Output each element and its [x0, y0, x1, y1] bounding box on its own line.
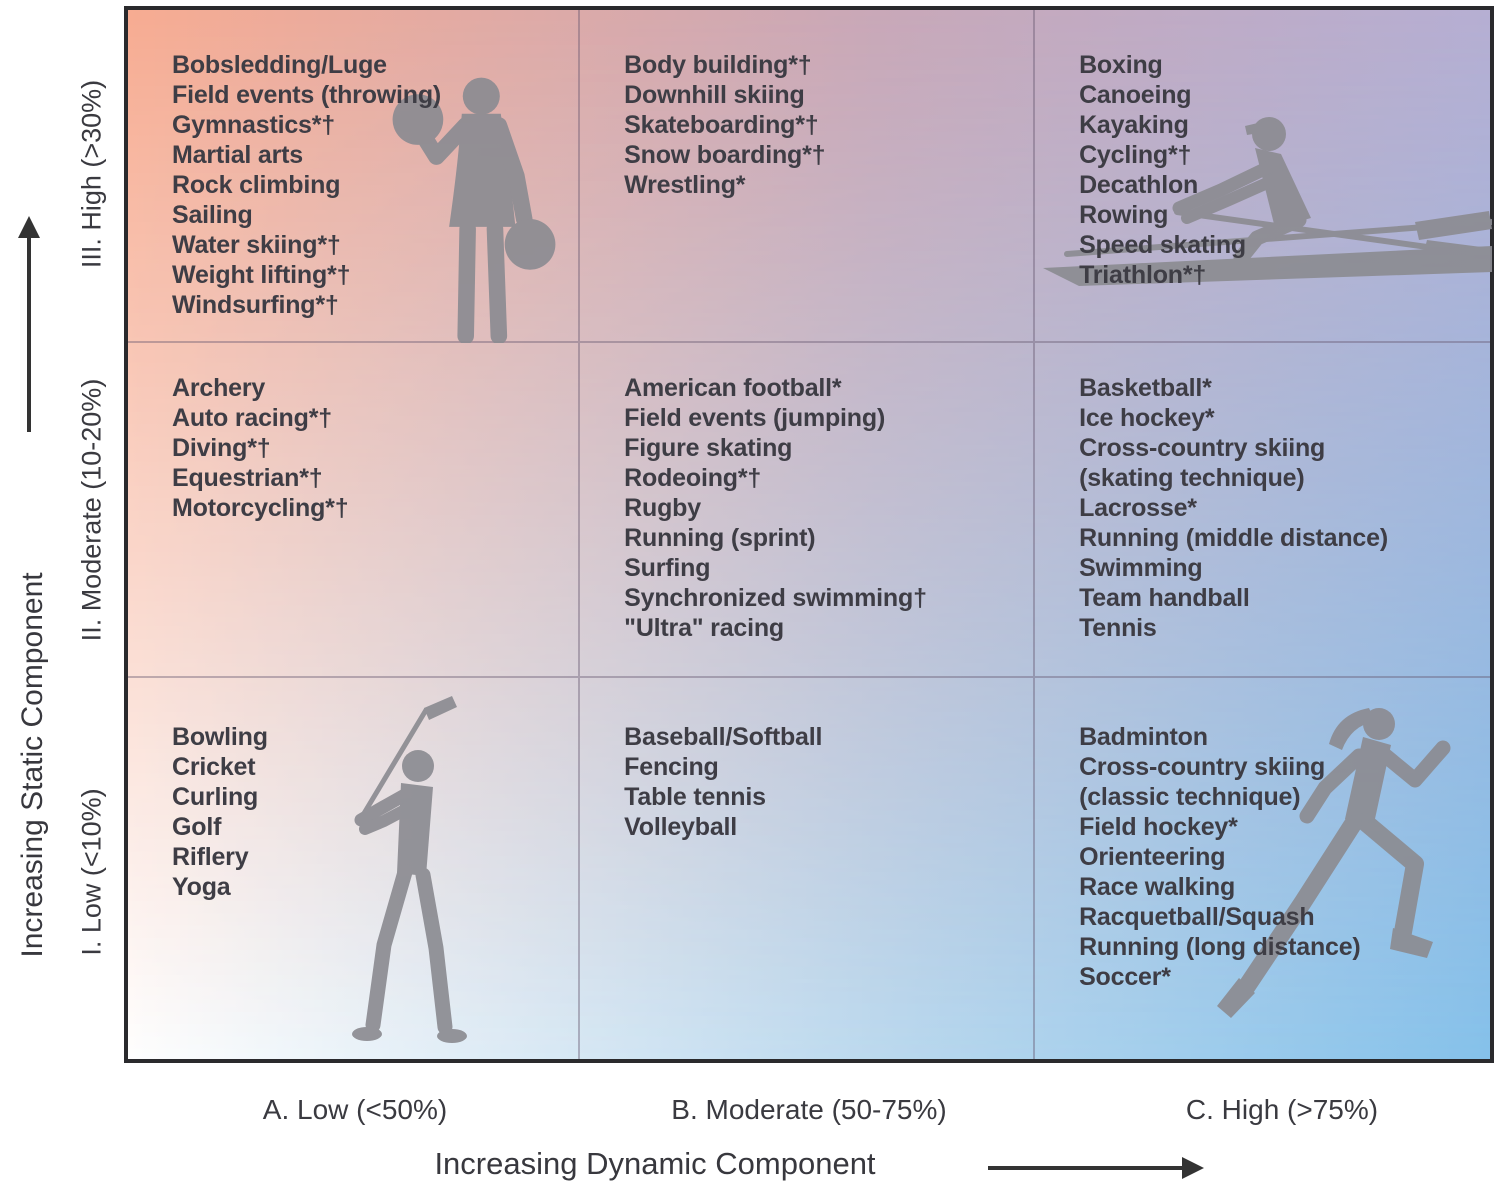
right-arrow-icon	[988, 1157, 1204, 1179]
sport-item: Body building*†	[624, 51, 812, 79]
sport-item: Snow boarding*†	[624, 141, 826, 169]
sport-item: Running (long distance)	[1079, 933, 1361, 962]
sports-list: Basketball*Ice hockey*Cross-country skii…	[1079, 373, 1484, 643]
sport-item: Field events (throwing)	[172, 81, 442, 109]
sport-item: Sailing	[172, 201, 253, 229]
sport-item: Racquetball/Squash	[1079, 903, 1315, 932]
sport-item: Diving*†	[172, 433, 271, 462]
sport-item: Ice hockey*	[1079, 403, 1215, 432]
sport-item: Downhill skiing	[624, 81, 805, 109]
sport-item: Kayaking	[1079, 111, 1189, 139]
sport-item: Running (middle distance)	[1079, 523, 1388, 552]
sport-item: Figure skating	[624, 433, 793, 462]
sport-item: Gymnastics*†	[172, 111, 335, 139]
y-axis-label-high: III. High (>30%)	[76, 79, 107, 269]
sport-item: Orienteering	[1079, 843, 1226, 872]
sport-item: Cycling*†	[1079, 141, 1192, 169]
sport-item: Motorcycling*†	[172, 493, 349, 522]
sport-item: Field hockey*	[1079, 813, 1238, 842]
sports-list: American football*Field events (jumping)…	[624, 373, 1027, 643]
sport-item: Curling	[172, 783, 259, 812]
sport-item: Water skiing*†	[172, 231, 341, 259]
x-axis-label-high: C. High (>75%)	[1185, 1094, 1379, 1125]
sport-item: (classic technique)	[1079, 783, 1301, 812]
sport-item: Martial arts	[172, 141, 303, 169]
sport-item: Rock climbing	[172, 171, 341, 199]
sport-item: Field events (jumping)	[624, 403, 886, 432]
sport-item: Fencing	[624, 753, 719, 782]
weightlifter-silhouette	[392, 77, 556, 343]
sport-item: Triathlon*†	[1079, 261, 1207, 289]
y-axis-title: Increasing Static Component	[16, 572, 49, 958]
sport-item: Badminton	[1079, 723, 1208, 752]
rower-silhouette	[1043, 117, 1493, 286]
sport-item: Swimming	[1079, 553, 1203, 582]
sport-item: Yoga	[172, 873, 231, 902]
sport-item: Race walking	[1079, 873, 1236, 902]
sport-item: Boxing	[1079, 51, 1163, 79]
sport-item: Auto racing*†	[172, 403, 332, 432]
y-axis-label-low: I. Low (<10%)	[76, 788, 107, 956]
sport-item: American football*	[624, 373, 842, 402]
sport-item: Volleyball	[624, 813, 738, 842]
sport-item: Synchronized swimming†	[624, 583, 927, 612]
cell-II-B: American football*Field events (jumping)…	[580, 342, 1036, 679]
sport-item: Skateboarding*†	[624, 111, 819, 139]
cell-II-C: Basketball*Ice hockey*Cross-country skii…	[1035, 343, 1490, 679]
sport-item: Riflery	[172, 843, 249, 872]
sport-item: Speed skating	[1079, 231, 1246, 259]
runner-silhouette	[1217, 708, 1451, 1019]
sport-item: Basketball*	[1079, 373, 1212, 402]
sport-item: (skating technique)	[1079, 463, 1305, 492]
sport-item: Surfing	[624, 553, 711, 582]
golfer-silhouette	[352, 696, 467, 1044]
sport-item: Archery	[172, 373, 266, 402]
x-axis-title: Increasing Dynamic Component	[434, 1146, 876, 1181]
sport-item: Baseball/Softball	[624, 723, 823, 752]
sport-item: Table tennis	[624, 783, 766, 812]
sport-item: Cricket	[172, 753, 256, 782]
sport-item: Windsurfing*†	[172, 291, 339, 319]
sport-item: Rowing	[1079, 201, 1169, 229]
sport-item: Bowling	[172, 723, 268, 752]
sport-item: Bobsledding/Luge	[172, 51, 387, 79]
y-axis-label-moderate: II. Moderate (10-20%)	[76, 378, 107, 642]
sport-item: Soccer*	[1079, 963, 1171, 992]
x-axis-label-moderate: B. Moderate (50-75%)	[671, 1094, 947, 1125]
sport-item: Wrestling*	[624, 171, 746, 199]
sport-item: "Ultra" racing	[624, 613, 785, 642]
sport-item: Team handball	[1079, 583, 1250, 612]
sport-item: Cross-country skiing	[1079, 753, 1326, 782]
sport-item: Equestrian*†	[172, 463, 323, 492]
sport-item: Canoeing	[1079, 81, 1192, 109]
x-axis-label-low: A. Low (<50%)	[262, 1094, 448, 1125]
up-arrow-icon	[18, 216, 40, 432]
sport-item: Decathlon	[1079, 171, 1199, 199]
sport-item: Lacrosse*	[1079, 493, 1197, 522]
sport-item: Weight lifting*†	[172, 261, 351, 289]
sport-item: Golf	[172, 813, 222, 842]
sport-item: Running (sprint)	[624, 523, 816, 552]
sport-item: Rodeoing*†	[624, 463, 762, 492]
sport-item: Tennis	[1079, 613, 1157, 642]
sport-item: Rugby	[624, 493, 701, 522]
sport-item: Cross-country skiing	[1079, 433, 1326, 462]
